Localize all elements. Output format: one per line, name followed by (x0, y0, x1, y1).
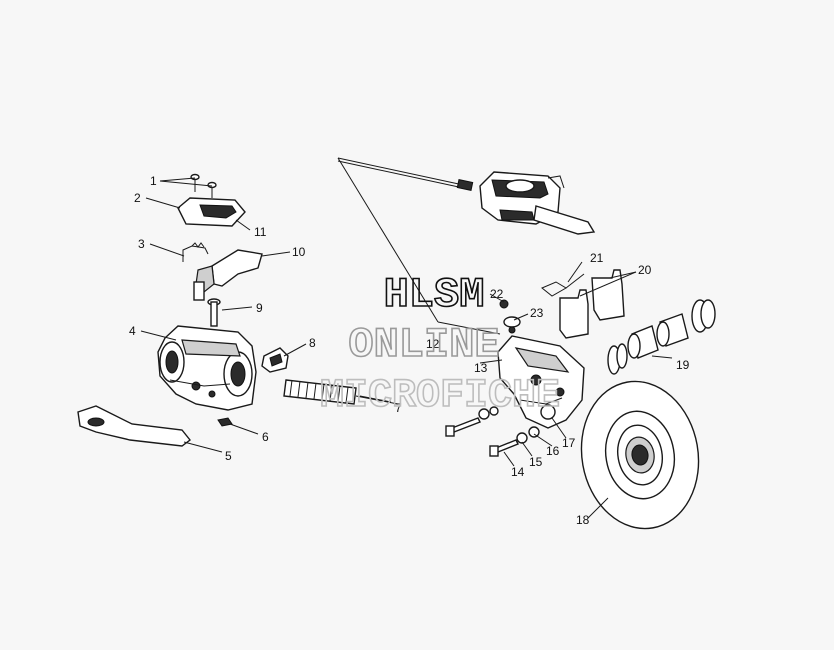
part-14-17-bolts (445, 406, 540, 457)
callout-13: 13 (474, 361, 488, 375)
callout-19: 19 (676, 358, 690, 372)
part-5-lever (77, 405, 191, 447)
part-22-23-bleeder (499, 299, 521, 334)
part-21-retaining-spring (541, 273, 585, 297)
part-10-lever-cover (193, 249, 263, 301)
part-18-brake-disc (580, 380, 700, 530)
callout-15: 15 (529, 455, 543, 469)
callout-2: 2 (134, 191, 141, 205)
callout-5: 5 (225, 449, 232, 463)
callout-6: 6 (262, 430, 269, 444)
part-8-switch (261, 347, 289, 373)
callout-7: 7 (395, 401, 402, 415)
part-9-pivot-pin (207, 298, 221, 327)
part-3-spring-clip (182, 242, 209, 262)
part-2-reservoir-cover (177, 197, 246, 227)
watermark-line-1: HLSM (384, 271, 485, 319)
callout-21: 21 (590, 251, 604, 265)
callout-9: 9 (256, 301, 263, 315)
leader-lines (140, 177, 673, 519)
callout-11: 11 (254, 225, 267, 239)
watermark-line-2: ONLINE (348, 321, 499, 369)
callout-1: 1 (150, 174, 157, 188)
part-13-caliper (497, 335, 585, 429)
part-6-clip (217, 417, 233, 427)
callout-14: 14 (511, 465, 525, 479)
callout-18: 18 (576, 513, 590, 527)
watermark-line-3: MICROFICHE (320, 374, 560, 419)
callout-3: 3 (138, 237, 145, 251)
watermark: HLSM ONLINE MICROFICHE (319, 270, 561, 420)
callout-8: 8 (309, 336, 316, 350)
callout-20: 20 (638, 263, 652, 277)
callout-10: 10 (292, 245, 306, 259)
callout-4: 4 (129, 324, 136, 338)
part-4-master-cylinder (157, 325, 257, 411)
callout-22: 22 (490, 287, 504, 301)
part-20-brake-pads (559, 269, 625, 339)
part-7-piston-spring (283, 379, 399, 405)
callout-12: 12 (426, 337, 440, 351)
callout-labels: 1 2 3 4 5 6 7 8 9 10 11 12 13 14 15 16 1… (129, 174, 690, 527)
part-12-brake-line (337, 157, 501, 335)
callout-17: 17 (562, 436, 576, 450)
callout-23: 23 (530, 306, 544, 320)
callout-16: 16 (546, 444, 560, 458)
assembled-master-cylinder (479, 171, 596, 235)
part-19-pistons-seals (607, 299, 716, 375)
